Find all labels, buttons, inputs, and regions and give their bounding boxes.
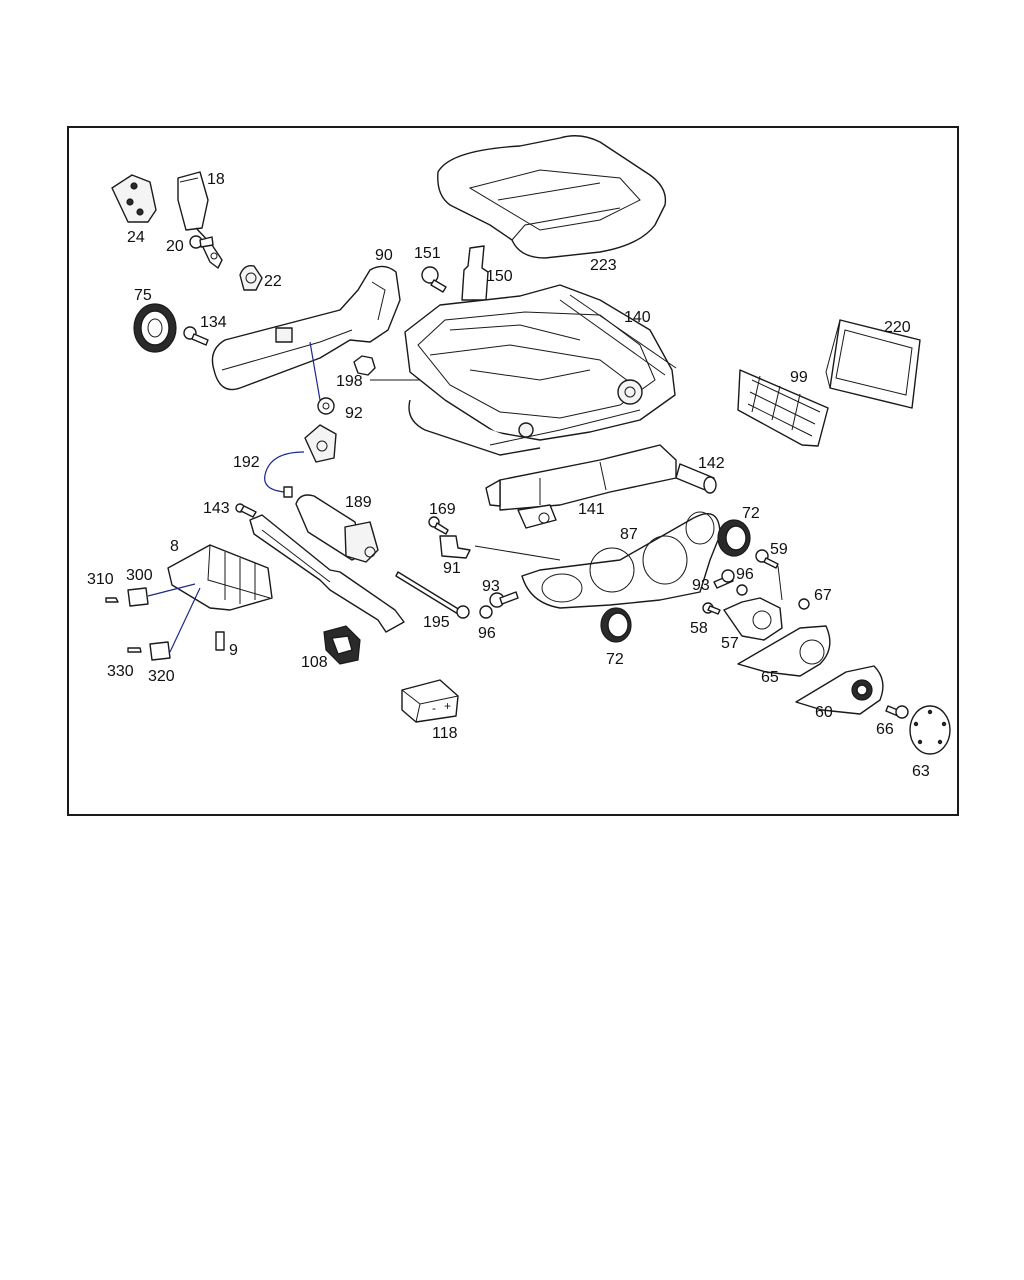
callout-198: 198 — [336, 373, 363, 390]
part-87-seat-side-panel — [474, 511, 721, 609]
callout-63: 63 — [912, 763, 930, 780]
part-57-actuator — [723, 597, 783, 641]
part-134-screw — [183, 326, 209, 346]
part-99-switch-housing — [737, 369, 829, 447]
callout-18: 18 — [207, 171, 225, 188]
callout-189: 189 — [345, 494, 372, 511]
svg-text:+: + — [444, 699, 451, 713]
callout-96-right: 96 — [736, 566, 754, 583]
callout-66: 66 — [876, 721, 894, 738]
callout-192: 192 — [233, 454, 260, 471]
part-151-bolt — [421, 266, 447, 293]
part-91-holder — [439, 535, 471, 559]
callout-72-upper: 72 — [742, 505, 760, 522]
callout-300: 300 — [126, 567, 153, 584]
part-90-side-trim-panel — [211, 265, 401, 401]
callout-93-right: 93 — [692, 577, 710, 594]
callout-141: 141 — [578, 501, 605, 518]
callout-60: 60 — [815, 704, 833, 721]
callout-169: 169 — [429, 501, 456, 518]
callout-195: 195 — [423, 614, 450, 631]
svg-text:-: - — [432, 701, 436, 715]
part-96-washer-lower — [479, 605, 493, 619]
callout-93-left: 93 — [482, 578, 500, 595]
part-150-bracket — [461, 245, 489, 301]
part-189-drive-motor — [295, 494, 379, 563]
part-195-rod — [395, 571, 470, 619]
callout-58: 58 — [690, 620, 708, 637]
callout-140: 140 — [624, 309, 651, 326]
part-18-seat-belt-buckle — [177, 171, 223, 269]
part-142-guide-pin — [675, 463, 717, 494]
part-92-nut — [317, 397, 335, 415]
diagram-frame — [67, 126, 959, 816]
callout-150: 150 — [486, 268, 513, 285]
callout-134: 134 — [200, 314, 227, 331]
part-20-bolt — [189, 235, 214, 249]
part-72-knob-upper — [717, 519, 751, 557]
part-59-screw — [755, 549, 783, 601]
callout-20: 20 — [166, 238, 184, 255]
part-24-trim-cover — [111, 174, 157, 223]
part-9-plug — [215, 631, 225, 651]
part-108-switch — [323, 625, 361, 665]
callout-330: 330 — [107, 663, 134, 680]
callout-8: 8 — [170, 538, 179, 555]
callout-320: 320 — [148, 668, 175, 685]
part-300-connector — [127, 587, 149, 607]
callout-90: 90 — [375, 247, 393, 264]
part-223-seat-cushion — [437, 135, 667, 259]
part-143-bolt — [235, 503, 257, 518]
callout-24: 24 — [127, 229, 145, 246]
callout-108: 108 — [301, 654, 328, 671]
part-67-screw — [798, 598, 810, 610]
part-96-washer-right — [736, 584, 748, 596]
callout-92: 92 — [345, 405, 363, 422]
part-310-pin — [105, 597, 119, 603]
callout-67: 67 — [814, 587, 832, 604]
part-63-cover-cap — [909, 705, 951, 755]
callout-65: 65 — [761, 669, 779, 686]
part-72-knob-lower — [600, 607, 632, 643]
callout-labels: 24 18 20 22 75 134 90 151 150 223 140 22… — [87, 171, 930, 780]
callout-59: 59 — [770, 541, 788, 558]
callout-87: 87 — [620, 526, 638, 543]
part-60-adjustment-handle — [795, 665, 884, 715]
part-220-control-panel — [825, 319, 921, 409]
part-66-screw — [885, 705, 909, 719]
callout-57: 57 — [721, 635, 739, 652]
part-140-seat-frame — [404, 284, 677, 456]
callout-99: 99 — [790, 369, 808, 386]
callout-310: 310 — [87, 571, 114, 588]
callout-220: 220 — [884, 319, 911, 336]
callout-143: 143 — [203, 500, 230, 517]
callout-223: 223 — [590, 257, 617, 274]
callout-142: 142 — [698, 455, 725, 472]
part-8-control-unit — [147, 544, 273, 653]
part-118-battery: - + — [401, 679, 459, 723]
part-93-screw — [489, 591, 519, 608]
part-22-cover-cap — [239, 265, 263, 291]
part-192-cable-harness — [264, 424, 337, 498]
part-58-screw — [702, 602, 721, 615]
part-198-nut — [353, 355, 420, 381]
callout-75: 75 — [134, 287, 152, 304]
callout-72-lower: 72 — [606, 651, 624, 668]
callout-151: 151 — [414, 245, 441, 262]
callout-91: 91 — [443, 560, 461, 577]
part-330-pin — [127, 647, 142, 653]
part-93-screw-right — [713, 569, 735, 589]
part-65-adjustment-handle — [737, 625, 831, 677]
callout-96-lower: 96 — [478, 625, 496, 642]
callout-9: 9 — [229, 642, 238, 659]
part-169-screw — [428, 516, 449, 535]
part-189-mounting-rail — [249, 514, 405, 633]
callout-118: 118 — [432, 725, 458, 742]
part-320-connector — [149, 641, 171, 661]
callout-22: 22 — [264, 273, 282, 290]
part-75-adjustment-wheel — [133, 303, 177, 353]
part-141-adjustment-motor — [485, 444, 677, 529]
